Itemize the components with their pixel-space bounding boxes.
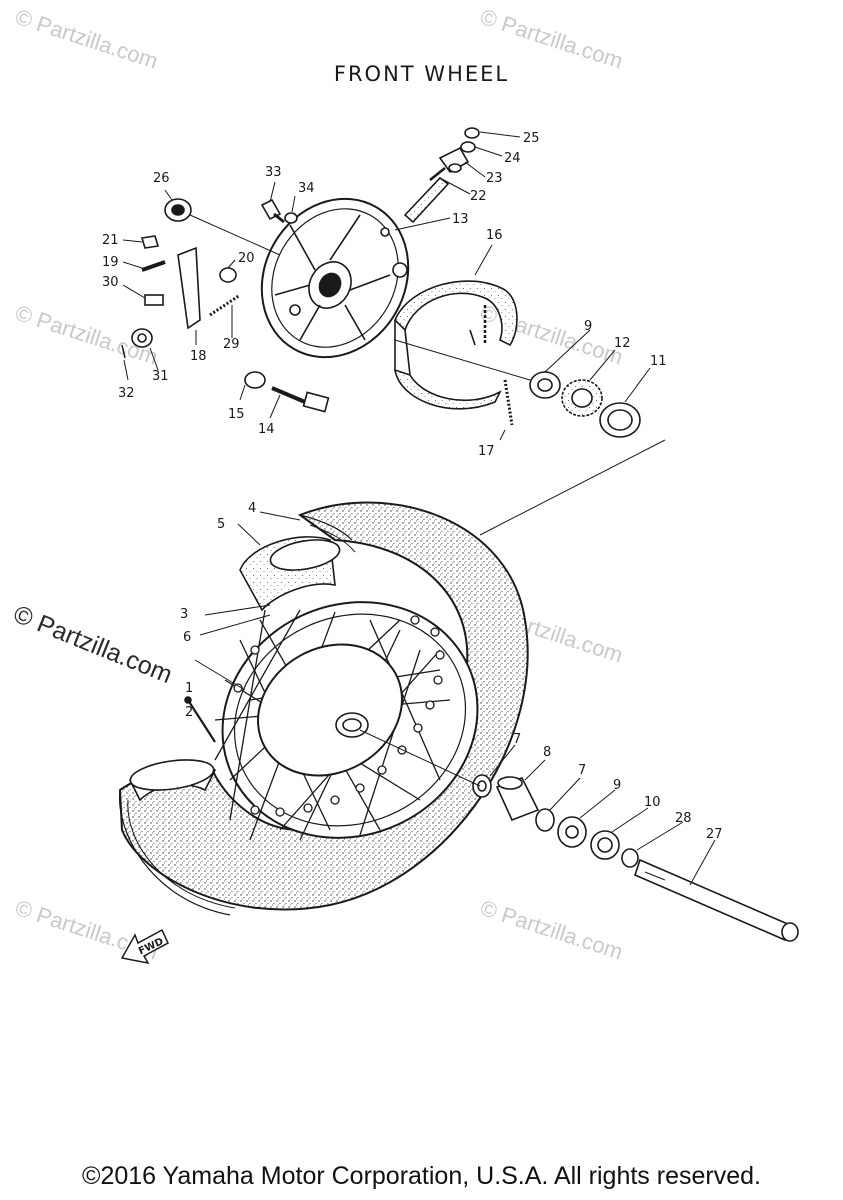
callout-label: 32 — [118, 386, 135, 401]
callout-label: 7 — [578, 763, 586, 778]
speedo-drive-parts — [403, 127, 480, 224]
callout-label: 5 — [217, 517, 225, 532]
brake-camshaft-14 — [271, 386, 330, 413]
oil-seal-26 — [164, 198, 192, 222]
oil-seal-10 — [590, 830, 620, 860]
front-axle-27 — [634, 858, 799, 942]
callout-labels: 1 2 3 4 5 6 7 7 8 9 9 10 11 12 13 14 15 … — [102, 131, 723, 842]
valve-stem — [184, 696, 216, 743]
callout-label: 2 — [185, 705, 193, 720]
callout-label: 8 — [543, 745, 551, 760]
callout-label: 1 — [185, 681, 193, 696]
callout-label: 23 — [486, 171, 503, 186]
bolt-33 — [260, 198, 285, 224]
callout-label: 18 — [190, 349, 207, 364]
callout-label: 27 — [706, 827, 723, 842]
callout-label: 9 — [613, 778, 621, 793]
callout-label: 12 — [614, 336, 631, 351]
spring-29 — [209, 293, 241, 317]
callout-label: 14 — [258, 422, 275, 437]
seal-15 — [244, 371, 266, 389]
fwd-arrow — [120, 928, 169, 965]
collar-28 — [621, 848, 639, 868]
pin-32 — [121, 344, 126, 359]
washer-34 — [284, 212, 298, 224]
bearing-9-upper — [529, 371, 561, 399]
callout-label: 3 — [180, 607, 188, 622]
spacer-7a — [472, 774, 492, 798]
callout-label: 4 — [248, 501, 256, 516]
callout-label: 20 — [238, 251, 255, 266]
brake-cam-lever — [177, 246, 201, 330]
bearing-9-lower — [557, 816, 587, 848]
callout-label: 28 — [675, 811, 692, 826]
callout-label: 7 — [513, 732, 521, 747]
callout-label: 29 — [223, 337, 240, 352]
callout-label: 22 — [470, 189, 487, 204]
callout-label: 21 — [102, 233, 119, 248]
callout-label: 17 — [478, 444, 495, 459]
callout-label: 33 — [265, 165, 282, 180]
diagram-title: FRONT WHEEL — [333, 62, 510, 86]
adjuster-31 — [131, 328, 153, 348]
brake-shoe-assembly — [393, 280, 518, 410]
spring-17 — [503, 379, 514, 426]
brake-plate — [260, 197, 410, 359]
hub — [233, 615, 445, 817]
callout-label: 6 — [183, 630, 191, 645]
collar-8 — [495, 776, 540, 822]
callout-label: 9 — [584, 319, 592, 334]
cut-section — [129, 759, 217, 802]
brake-lever-bolts — [140, 235, 166, 306]
callout-label: 13 — [452, 212, 469, 227]
callout-label: 34 — [298, 181, 315, 196]
callout-label: 24 — [504, 151, 521, 166]
copyright-notice: ©2016 Yamaha Motor Corporation, U.S.A. A… — [82, 1162, 761, 1190]
nut-20 — [219, 267, 237, 283]
callout-label: 16 — [486, 228, 503, 243]
callout-label: 31 — [152, 369, 169, 384]
callout-label: 26 — [153, 171, 170, 186]
speedo-gear-12 — [561, 379, 603, 417]
callout-label: 15 — [228, 407, 245, 422]
callout-label: 11 — [650, 354, 667, 369]
callout-label: 30 — [102, 275, 119, 290]
callout-label: 19 — [102, 255, 119, 270]
spacer-7b — [535, 808, 555, 832]
inner-tube — [239, 536, 341, 612]
leader-lines — [122, 131, 716, 886]
oil-seal-11 — [599, 402, 641, 438]
callout-label: 25 — [523, 131, 540, 146]
callout-label: 10 — [644, 795, 661, 810]
